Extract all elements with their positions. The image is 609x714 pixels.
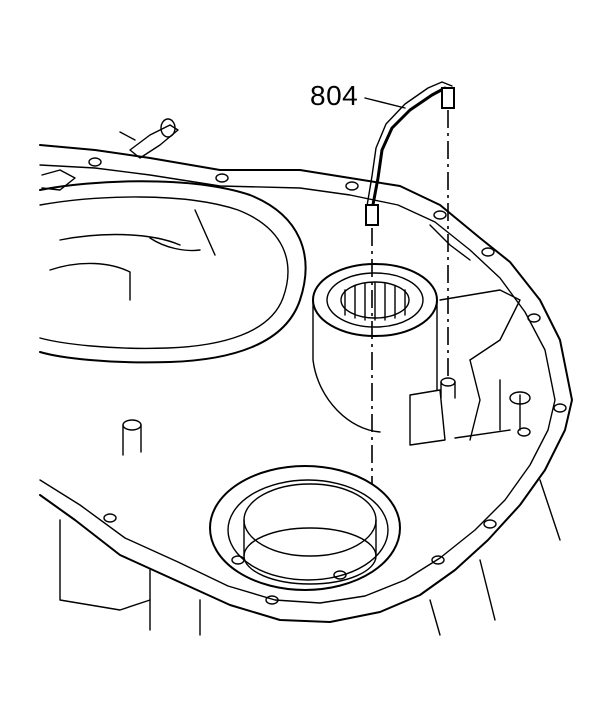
boss	[122, 419, 142, 456]
lower-bore	[209, 465, 401, 591]
case-outline	[39, 144, 573, 623]
callout-label-804: 804	[310, 80, 359, 111]
flange-bolt-holes	[88, 157, 567, 605]
left-bore	[39, 180, 307, 364]
splined-bore	[312, 263, 438, 433]
install-centerlines	[371, 110, 449, 485]
case-flange-inner	[39, 164, 556, 604]
case-ribs	[409, 224, 531, 446]
lower-casting	[59, 479, 561, 636]
tube-804	[365, 81, 455, 226]
callout-leader-804	[364, 97, 406, 109]
vent-fitting	[41, 118, 179, 191]
